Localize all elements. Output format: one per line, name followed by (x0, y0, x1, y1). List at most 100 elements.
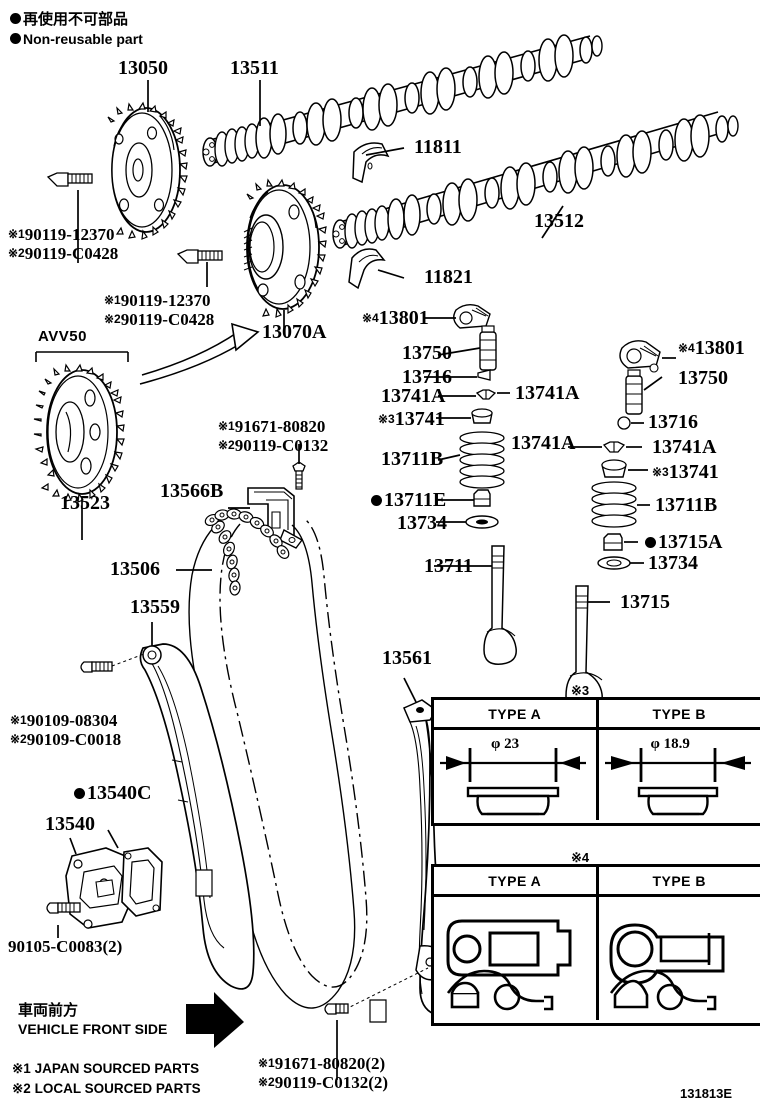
part-label-13741A-left-2: 13741A (515, 382, 580, 404)
rocker-13801-left-art (453, 303, 491, 329)
table-lifter-diameter: TYPE A φ 23 TYPE B (431, 697, 760, 826)
bolt-callout-6-line2: ※290119-C0132(2) (258, 1073, 389, 1092)
washer-13734-left-art (465, 515, 499, 529)
sprocket-13523-art (33, 363, 125, 503)
part-label-13540: 13540 (45, 813, 95, 835)
camshaft-13512-art (332, 111, 739, 249)
part-label-13801-right: ※413801 (678, 337, 745, 359)
part-label-13050: 13050 (118, 57, 168, 79)
part-label-13561: 13561 (382, 647, 432, 669)
part-label-13734-left: 13734 (397, 512, 447, 534)
vvt-13070A-art (243, 178, 327, 318)
bolt-callout-1-line1: ※190119-12370 (8, 225, 115, 244)
table-1-mark: ※3 (571, 683, 590, 698)
part-label-13715: 13715 (620, 591, 670, 613)
keeper-13716-left-art (477, 369, 491, 381)
spring-13711B-left-art (459, 431, 505, 489)
part-label-13566B: 13566B (160, 480, 224, 502)
table-rocker-arm-shape: TYPE A TYPE B (431, 864, 760, 1026)
retainer-13741A-left-art (475, 389, 497, 400)
washer-13734-right-art (597, 556, 631, 570)
seat-13741-right-art (601, 459, 627, 478)
part-label-13741A-right: 13741A (652, 436, 717, 458)
legend-en: Non-reusable part (10, 32, 143, 48)
part-label-13741-right: ※313741 (652, 461, 719, 483)
bolt-art-1 (46, 172, 93, 187)
part-label-11811: 11811 (414, 136, 462, 158)
valve-13711-art (483, 545, 517, 665)
bolt-art-3 (292, 461, 306, 490)
part-label-13711B-left: 13711B (381, 448, 444, 470)
seal-13711E-art (473, 489, 491, 507)
rocker-13801-right-art (619, 340, 661, 373)
part-label-13711E: 13711E (371, 490, 446, 510)
part-label-13734-right: 13734 (648, 552, 698, 574)
bolt-art-4 (80, 653, 145, 673)
filled-circle-icon (10, 13, 21, 24)
rocker-a-icon (446, 919, 572, 1011)
part-label-11821: 11821 (424, 266, 473, 288)
filled-circle-icon (371, 495, 382, 506)
part-label-13741A-left-1: 13741A (381, 385, 446, 407)
vehicle-front-en: VEHICLE FRONT SIDE (18, 1021, 168, 1037)
gasket-13540C-art (121, 847, 163, 917)
part-label-13715A: 13715A (645, 532, 722, 552)
lifter-b-icon (604, 748, 751, 816)
bolt-art-2 (176, 249, 223, 264)
bearing-11811-art (352, 142, 390, 184)
footnote-2: ※2 LOCAL SOURCED PARTS (12, 1081, 201, 1096)
filled-circle-icon (74, 788, 85, 799)
rocker-b-icon (609, 923, 724, 1011)
table-2-mark: ※4 (571, 850, 590, 865)
table-1-col-a: TYPE A (434, 700, 596, 730)
part-label-13750-left: 13750 (402, 342, 452, 364)
bolt-callout-5: 90105-C0083(2) (8, 937, 123, 956)
bolt-art-6 (324, 1003, 349, 1015)
part-label-13511: 13511 (230, 57, 279, 79)
part-label-13741-left: ※313741 (378, 408, 445, 430)
part-label-13750-right: 13750 (678, 367, 728, 389)
vehicle-front-arrow (186, 992, 244, 1048)
camshaft-13511-art (202, 34, 603, 167)
sprocket-13050-art (107, 101, 188, 240)
group-label-avv50: AVV50 (38, 328, 87, 345)
seat-13741-left-art (471, 408, 493, 424)
bolt-callout-3-line1: ※191671-80820 (218, 417, 326, 436)
part-label-13512: 13512 (534, 210, 584, 232)
lash-adjuster-13750-left-art (479, 325, 497, 371)
part-label-13523: 13523 (60, 492, 110, 514)
bolt-callout-1-line2: ※290119-C0428 (8, 244, 119, 263)
part-label-13070A: 13070A (262, 321, 327, 343)
part-label-13716-right: 13716 (648, 411, 698, 433)
avv50-bracket (35, 351, 129, 362)
table-1-value-a: φ 23 (491, 736, 520, 752)
leader-lines (57, 80, 676, 1080)
arm-13559-art (139, 643, 255, 990)
bolt-callout-6-line1: ※191671-80820(2) (258, 1054, 386, 1073)
table-2-col-b: TYPE B (598, 867, 760, 897)
bolt-callout-2-line2: ※290119-C0428 (104, 310, 215, 329)
legend-jp: 再使用不可部品 (10, 11, 128, 28)
part-label-13506: 13506 (110, 558, 160, 580)
bolt-callout-2-line1: ※190119-12370 (104, 291, 211, 310)
part-label-13559: 13559 (130, 596, 180, 618)
spring-13711B-right-art (591, 481, 637, 528)
assembly-arrow (139, 322, 260, 385)
bolt-art-5 (46, 902, 81, 914)
bolt-callout-4-line1: ※190109-08304 (10, 711, 118, 730)
filled-circle-icon (645, 537, 656, 548)
filled-circle-icon (10, 33, 21, 44)
table-1-value-b: φ 18.9 (650, 736, 690, 752)
part-label-13711: 13711 (424, 555, 473, 577)
diagram-id: 131813E (680, 1086, 733, 1101)
bolt-callout-4-line2: ※290109-C0018 (10, 730, 122, 749)
part-label-13801-left: ※413801 (362, 307, 429, 329)
part-label-13741A-mid: 13741A (511, 432, 576, 454)
lash-adjuster-13750-right-art (625, 369, 643, 415)
part-label-13716-left: 13716 (402, 366, 452, 388)
tensioner-13540-art (65, 847, 135, 929)
part-label-13540C: 13540C (74, 783, 151, 803)
bearing-11821-art (348, 248, 386, 290)
seal-13715A-art (603, 533, 623, 551)
